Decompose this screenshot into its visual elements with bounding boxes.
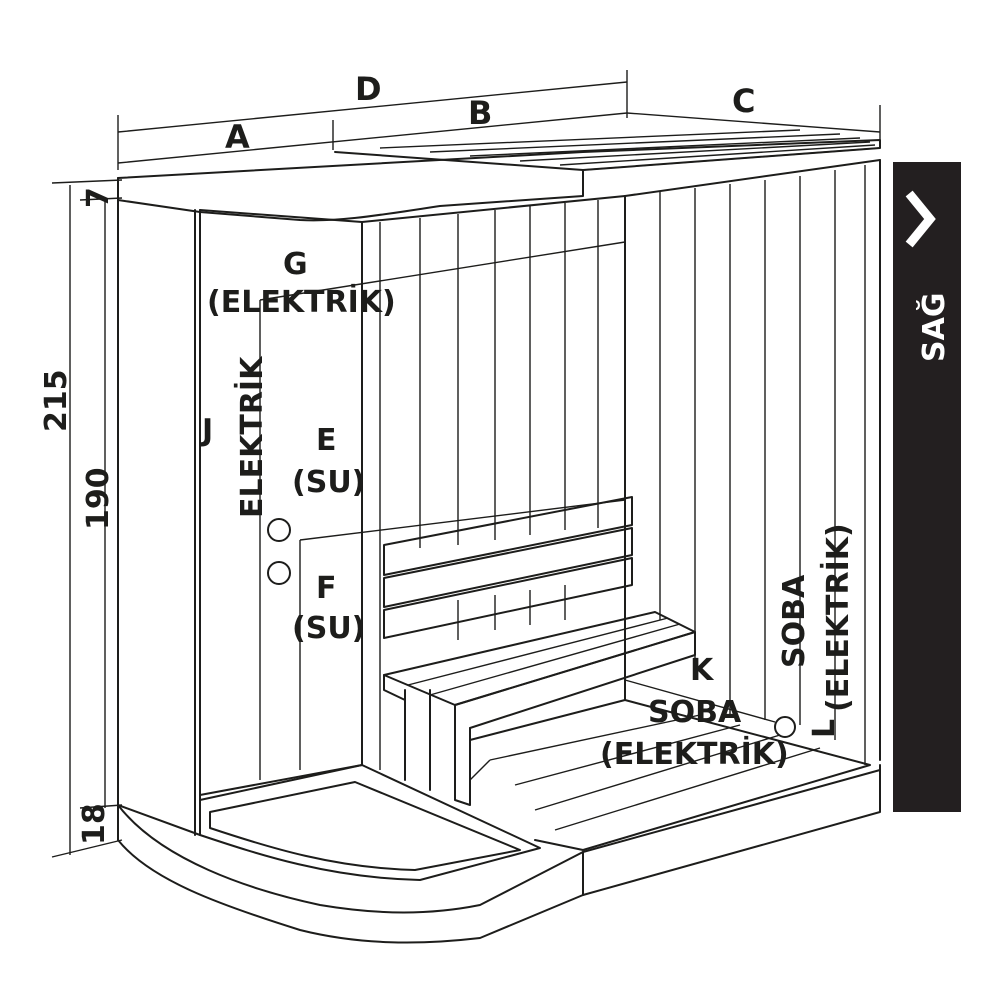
dimension-base: 18 [77, 803, 112, 845]
side-tab-label: SAĞ [915, 293, 952, 362]
bench-backrest [383, 496, 633, 639]
label-j: J [200, 413, 213, 448]
bench-seat [383, 611, 696, 806]
dimension-total-height: 215 [39, 369, 74, 432]
label-k: K [690, 653, 715, 688]
label-e-sub: (SU) [292, 465, 365, 500]
label-k-line2: (ELEKTRİK) [600, 736, 789, 772]
label-g-sub: (ELEKTRİK) [207, 284, 396, 320]
label-l-line1: SOBA [777, 574, 812, 668]
label-k-line1: SOBA [648, 695, 742, 730]
dimension-top: 7 [81, 187, 116, 208]
connection-points [267, 518, 796, 738]
side-tab: SAĞ [893, 162, 961, 812]
chevron-right-icon [905, 190, 936, 248]
top-dimension-lines [117, 70, 881, 170]
water-inlet-e-marker [267, 518, 291, 542]
left-door-panel [117, 199, 201, 836]
right-wall-slats [624, 159, 881, 765]
roof [117, 129, 881, 222]
label-g: G [283, 247, 308, 282]
shower-tray [199, 764, 541, 881]
label-a: A [225, 118, 250, 156]
label-l: L [807, 719, 842, 738]
side-tab-background [893, 162, 961, 812]
label-f: F [316, 571, 337, 606]
dimension-inner-height: 190 [81, 467, 116, 530]
water-inlet-f-marker [267, 561, 291, 585]
label-c: C [732, 82, 755, 120]
label-d: D [355, 70, 382, 108]
left-dimension-lines [51, 179, 123, 858]
label-f-sub: (SU) [292, 611, 365, 646]
label-j-sub: ELEKTRİK [234, 355, 270, 518]
label-b: B [468, 94, 492, 132]
label-l-line2: (ELEKTRİK) [820, 523, 856, 712]
stove-electric-l-marker [774, 716, 796, 738]
rear-wall-slats [361, 195, 626, 770]
sauna-floor [469, 699, 871, 851]
back-wall [199, 209, 626, 796]
label-e: E [316, 423, 337, 458]
base [117, 764, 881, 944]
